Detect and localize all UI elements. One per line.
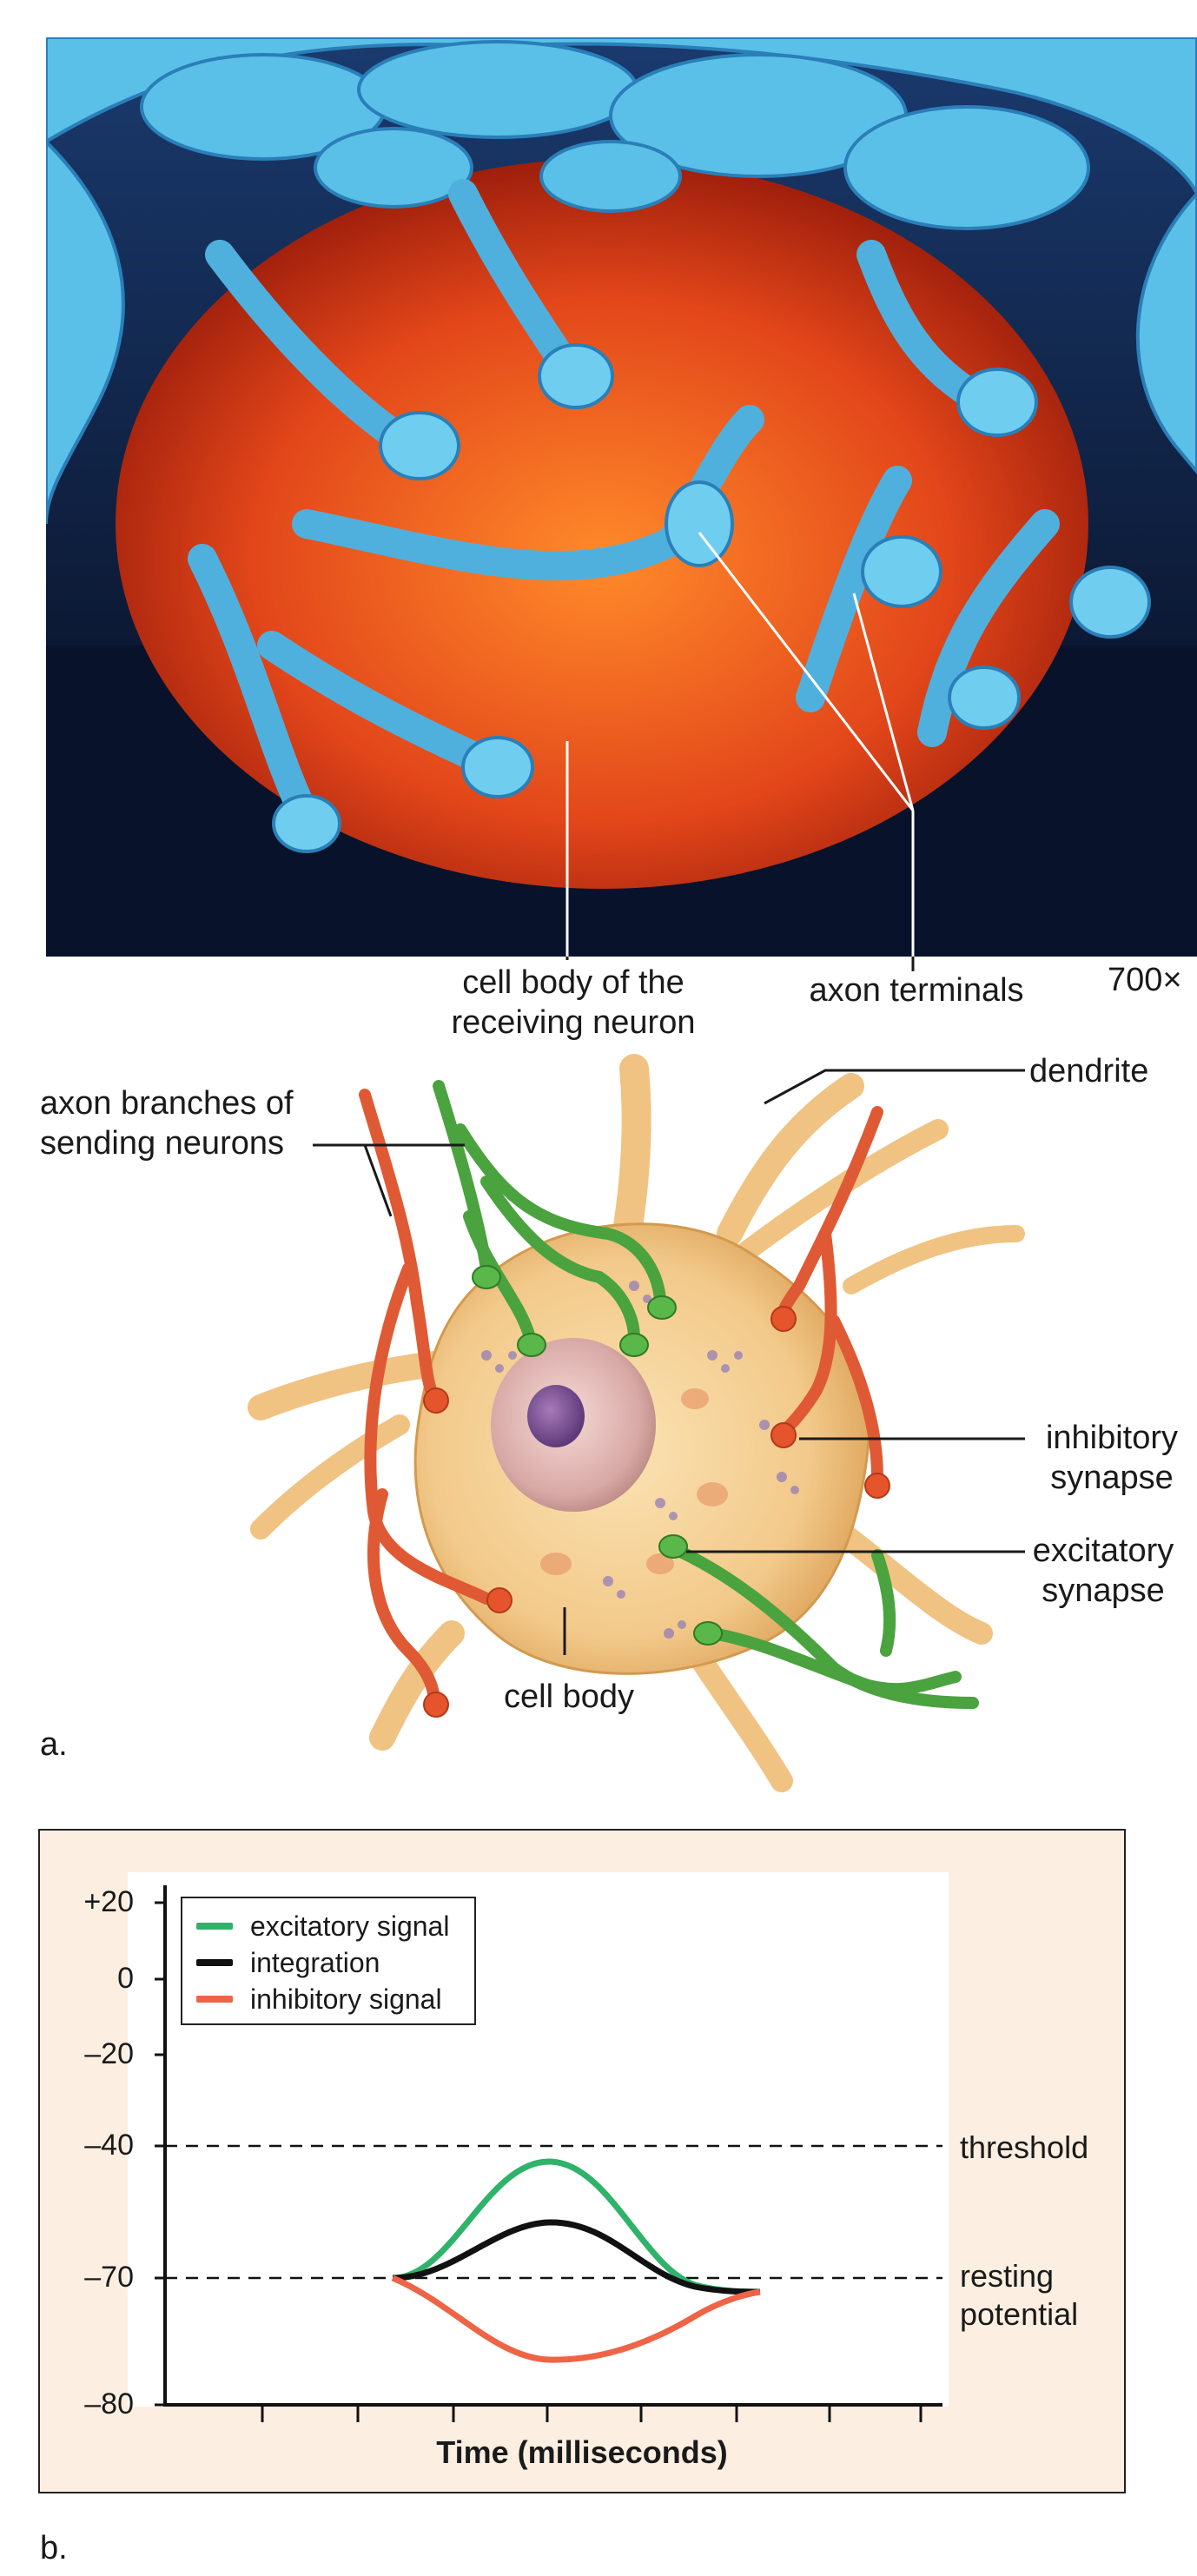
legend-item-inhibitory: inhibitory signal [196, 1982, 442, 2016]
legend-label: integration [250, 1946, 380, 1978]
inhibitory-signal-curve [391, 2275, 761, 2363]
y-tick-label: –20 [84, 2037, 134, 2070]
y-tick-label: –70 [84, 2261, 134, 2294]
magnification-label: 700× [1108, 962, 1182, 998]
y-tick-label: –80 [84, 2387, 134, 2420]
micrograph-photo [46, 37, 1197, 957]
axon-terminals-label: axon terminals [809, 972, 1024, 1009]
resting-potential-label: resting potential [960, 2258, 1079, 2332]
nucleolus [527, 1385, 585, 1447]
excitatory-synapse-label: excitatory synapse [1032, 1533, 1174, 1609]
y-tick-label: –40 [84, 2129, 134, 2162]
green-line-icon [196, 1923, 233, 1930]
legend-item-integration: integration [196, 1945, 380, 1980]
axon-branches-label: axon branches of sending neurons [40, 1085, 294, 1162]
y-axis-ticks [155, 1901, 165, 2407]
legend-label: inhibitory signal [250, 1983, 442, 2015]
red-line-icon [196, 1996, 233, 2003]
cell-body-photo-label: cell body of the receiving neuron [451, 964, 696, 1041]
black-line-icon [196, 1959, 233, 1966]
micrograph-illustration [46, 37, 1197, 957]
integration-curve [392, 2219, 761, 2295]
inhibitory-synapse-label: inhibitory synapse [1045, 1420, 1179, 1496]
cell-body-diagram-label: cell body [504, 1679, 634, 1715]
threshold-label: threshold [960, 2129, 1089, 2165]
x-axis-label: Time (milliseconds) [436, 2434, 728, 2470]
legend-item-excitatory: excitatory signal [196, 1909, 449, 1944]
x-axis-ticks [261, 2405, 923, 2422]
panel-b-letter: b. [40, 2530, 68, 2566]
y-tick-label: +20 [83, 1885, 134, 1918]
legend-label: excitatory signal [250, 1910, 450, 1942]
dendrite-label: dendrite [1029, 1053, 1149, 1089]
panel-a-letter: a. [40, 1726, 68, 1763]
y-tick-label: 0 [117, 1962, 134, 1995]
legend: excitatory signal integration inhibitory… [181, 1897, 476, 2025]
